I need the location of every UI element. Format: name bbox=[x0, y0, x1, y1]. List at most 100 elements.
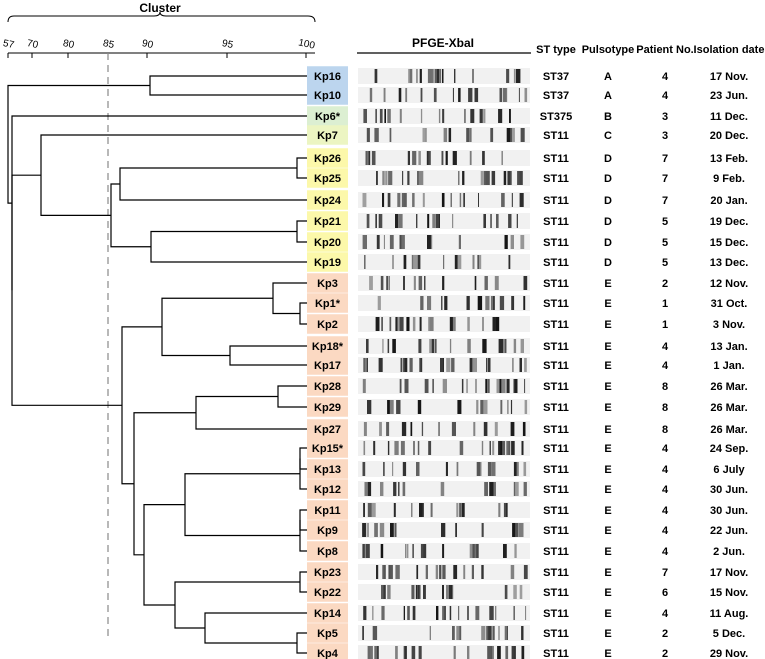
gel-band bbox=[403, 358, 405, 372]
gel-band bbox=[382, 171, 385, 185]
gel-band bbox=[508, 441, 511, 455]
gel-band bbox=[518, 88, 520, 102]
gel-band bbox=[401, 193, 405, 207]
gel-band bbox=[521, 441, 524, 455]
gel-band bbox=[405, 88, 408, 102]
gel-band bbox=[456, 503, 459, 517]
gel-band bbox=[439, 69, 441, 83]
gel-band bbox=[375, 109, 377, 123]
gel-band bbox=[376, 565, 379, 579]
dendrogram-branch bbox=[161, 297, 273, 357]
isolate-name: Kp26 bbox=[314, 153, 341, 165]
gel-lane bbox=[358, 275, 530, 291]
gel-band bbox=[494, 422, 498, 436]
gel-band bbox=[453, 646, 456, 659]
gel-band bbox=[406, 544, 409, 558]
st-type-cell: ST375 bbox=[540, 111, 572, 123]
isolate-name: Kp19 bbox=[314, 257, 341, 269]
isolate-label-box bbox=[307, 397, 348, 417]
gel-band bbox=[446, 358, 451, 372]
gel-band bbox=[498, 109, 503, 123]
isolation-date-cell: 9 Feb. bbox=[713, 173, 745, 185]
patient-no-cell: 5 bbox=[662, 216, 668, 228]
gel-band bbox=[371, 151, 376, 165]
gel-band bbox=[427, 214, 430, 228]
gel-band bbox=[369, 276, 373, 290]
gel-lane bbox=[358, 502, 530, 518]
isolate-label-box bbox=[307, 232, 348, 252]
pulsotype-cell: D bbox=[604, 153, 612, 165]
gel-band bbox=[452, 88, 454, 102]
isolate-name: Kp9 bbox=[317, 525, 338, 537]
patient-no-cell: 4 bbox=[662, 525, 669, 537]
gel-band bbox=[502, 441, 506, 455]
gel-band bbox=[491, 646, 493, 659]
pulsotype-cell: D bbox=[604, 216, 612, 228]
gel-band bbox=[429, 339, 432, 353]
dendrogram-branch bbox=[121, 326, 162, 485]
gel-band bbox=[482, 151, 485, 165]
gel-band bbox=[427, 296, 432, 310]
gel-band bbox=[419, 358, 422, 372]
gel-band bbox=[502, 339, 506, 353]
isolate-label-box bbox=[307, 293, 348, 313]
gel-lane-background bbox=[358, 234, 530, 250]
gel-band bbox=[470, 128, 472, 142]
gel-band bbox=[456, 462, 459, 476]
gel-band bbox=[365, 544, 370, 558]
patient-no-cell: 4 bbox=[662, 546, 669, 558]
gel-band bbox=[388, 276, 390, 290]
dendrogram-branch bbox=[133, 412, 196, 556]
isolate-name: Kp17 bbox=[314, 360, 341, 372]
gel-band bbox=[408, 69, 413, 83]
scale-tick-label: 85 bbox=[102, 38, 116, 51]
gel-band bbox=[495, 606, 497, 620]
gel-band bbox=[427, 235, 431, 249]
gel-band bbox=[449, 606, 452, 620]
patient-no-cell: 4 bbox=[662, 90, 669, 102]
gel-band bbox=[388, 171, 393, 185]
gel-band bbox=[362, 193, 367, 207]
gel-band bbox=[364, 482, 369, 496]
gel-lane bbox=[358, 150, 530, 166]
gel-band bbox=[513, 69, 516, 83]
gel-band bbox=[394, 441, 399, 455]
isolate-name: Kp24 bbox=[314, 195, 342, 207]
st-type-cell: ST11 bbox=[543, 402, 569, 414]
dendrogram-branch bbox=[299, 520, 307, 552]
st-type-cell: ST11 bbox=[543, 546, 569, 558]
gel-band bbox=[440, 358, 444, 372]
gel-band bbox=[375, 214, 377, 228]
gel-band bbox=[453, 565, 458, 579]
gel-band bbox=[480, 171, 484, 185]
gel-band bbox=[519, 523, 524, 537]
pulsotype-cell: E bbox=[604, 464, 611, 476]
gel-band bbox=[420, 88, 423, 102]
isolate-label-box bbox=[307, 355, 348, 375]
pulsotype-cell: E bbox=[604, 587, 611, 599]
gel-band bbox=[481, 441, 484, 455]
isolation-date-cell: 6 July bbox=[713, 464, 745, 476]
st-type-cell: ST11 bbox=[543, 360, 569, 372]
gel-band bbox=[482, 339, 487, 353]
gel-band bbox=[412, 151, 417, 165]
gel-band bbox=[420, 544, 426, 558]
st-type-cell: ST11 bbox=[543, 153, 569, 165]
gel-band bbox=[519, 171, 523, 185]
gel-band bbox=[519, 358, 522, 372]
gel-band bbox=[407, 606, 410, 620]
gel-band bbox=[486, 626, 490, 640]
pulsotype-cell: E bbox=[604, 608, 611, 620]
gel-band bbox=[374, 523, 378, 537]
gel-band bbox=[500, 441, 503, 455]
gel-lane bbox=[358, 316, 530, 332]
gel-band bbox=[464, 109, 466, 123]
isolate-label-box bbox=[307, 148, 348, 168]
gel-band bbox=[442, 379, 447, 393]
gel-band bbox=[455, 523, 457, 537]
gel-band bbox=[505, 646, 509, 659]
gel-band bbox=[521, 646, 525, 659]
gel-lane bbox=[358, 378, 530, 394]
gel-band bbox=[493, 482, 496, 496]
gel-band bbox=[470, 109, 475, 123]
